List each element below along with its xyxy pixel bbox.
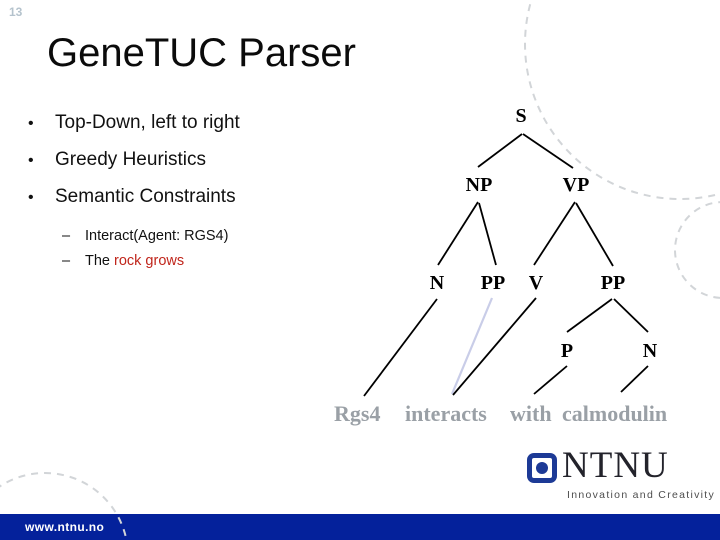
sub-bullet-text: The rock grows — [85, 252, 185, 270]
tree-node-np: NP — [465, 174, 493, 196]
tree-node-s: S — [515, 105, 527, 127]
tree-edge — [477, 133, 523, 168]
ntnu-logo-icon-inner-square — [532, 458, 552, 478]
footer-url: www.ntnu.no — [25, 520, 105, 534]
highlighted-text: rock grows — [114, 252, 185, 269]
sub-bullet-text: Interact(Agent: RGS4) — [85, 227, 229, 245]
tree-edge — [437, 201, 479, 266]
dash-glyph: – — [62, 227, 71, 244]
tree-edge — [575, 202, 614, 267]
sub-bullet-item: –Interact(Agent: RGS4) — [62, 227, 373, 245]
bullet-glyph: • — [28, 188, 34, 206]
tree-edge — [522, 133, 574, 169]
bullet-item: • Top-Down, left to right — [28, 112, 373, 134]
bullet-list: • Top-Down, left to right • Greedy Heuristi… — [28, 112, 373, 279]
tree-edge — [533, 201, 576, 266]
tree-edge-ghost — [450, 297, 494, 395]
tree-edge — [566, 298, 613, 333]
tree-leaf-word: calmodulin — [562, 401, 668, 426]
tree-node-n2: N — [642, 340, 658, 362]
tree-edge — [478, 202, 497, 266]
bullet-text: Top-Down, left to right — [55, 112, 240, 133]
tree-edge — [620, 365, 649, 393]
tree-node-pp1: PP — [480, 272, 506, 294]
tree-edge — [533, 365, 568, 395]
tree-node-n1: N — [429, 272, 445, 294]
bullet-item: • Semantic Constraints — [28, 185, 373, 208]
plain-text: Interact(Agent: RGS4) — [85, 227, 229, 244]
tree-node-pp2: PP — [600, 272, 626, 294]
tree-edge — [363, 298, 438, 397]
tree-leaf-word: interacts — [405, 401, 487, 426]
sub-bullet-items: –Interact(Agent: RGS4)–The rock grows — [62, 227, 373, 270]
bullet-glyph: • — [28, 115, 34, 132]
tree-node-p: P — [560, 340, 574, 362]
bullet-items: • Top-Down, left to right • Greedy Heuristi… — [28, 112, 373, 208]
tree-leaf-word: with — [510, 401, 552, 426]
slide-number: 13 — [9, 5, 23, 19]
sub-bullet-item: –The rock grows — [62, 252, 373, 270]
ntnu-caption: Innovation and Creativity — [567, 489, 716, 501]
tree-edge — [452, 297, 537, 396]
bullet-glyph: • — [28, 151, 34, 169]
bullet-text: Greedy Heuristics — [55, 148, 206, 170]
tree-edge — [613, 298, 649, 333]
dash-glyph: – — [62, 252, 71, 269]
tree-node-v: V — [528, 272, 544, 294]
plain-text: The — [85, 252, 115, 269]
bullet-item: • Greedy Heuristics — [28, 148, 373, 171]
ntnu-logo-icon-circle — [536, 462, 548, 474]
ntnu-logo-icon — [527, 453, 557, 483]
bullet-text: Semantic Constraints — [55, 185, 236, 207]
tree-leaf-word: Rgs4 — [334, 401, 381, 426]
ntnu-wordmark: NTNU — [562, 445, 669, 486]
slide-title: GeneTUC Parser — [47, 31, 356, 75]
tree-node-vp: VP — [562, 174, 590, 196]
